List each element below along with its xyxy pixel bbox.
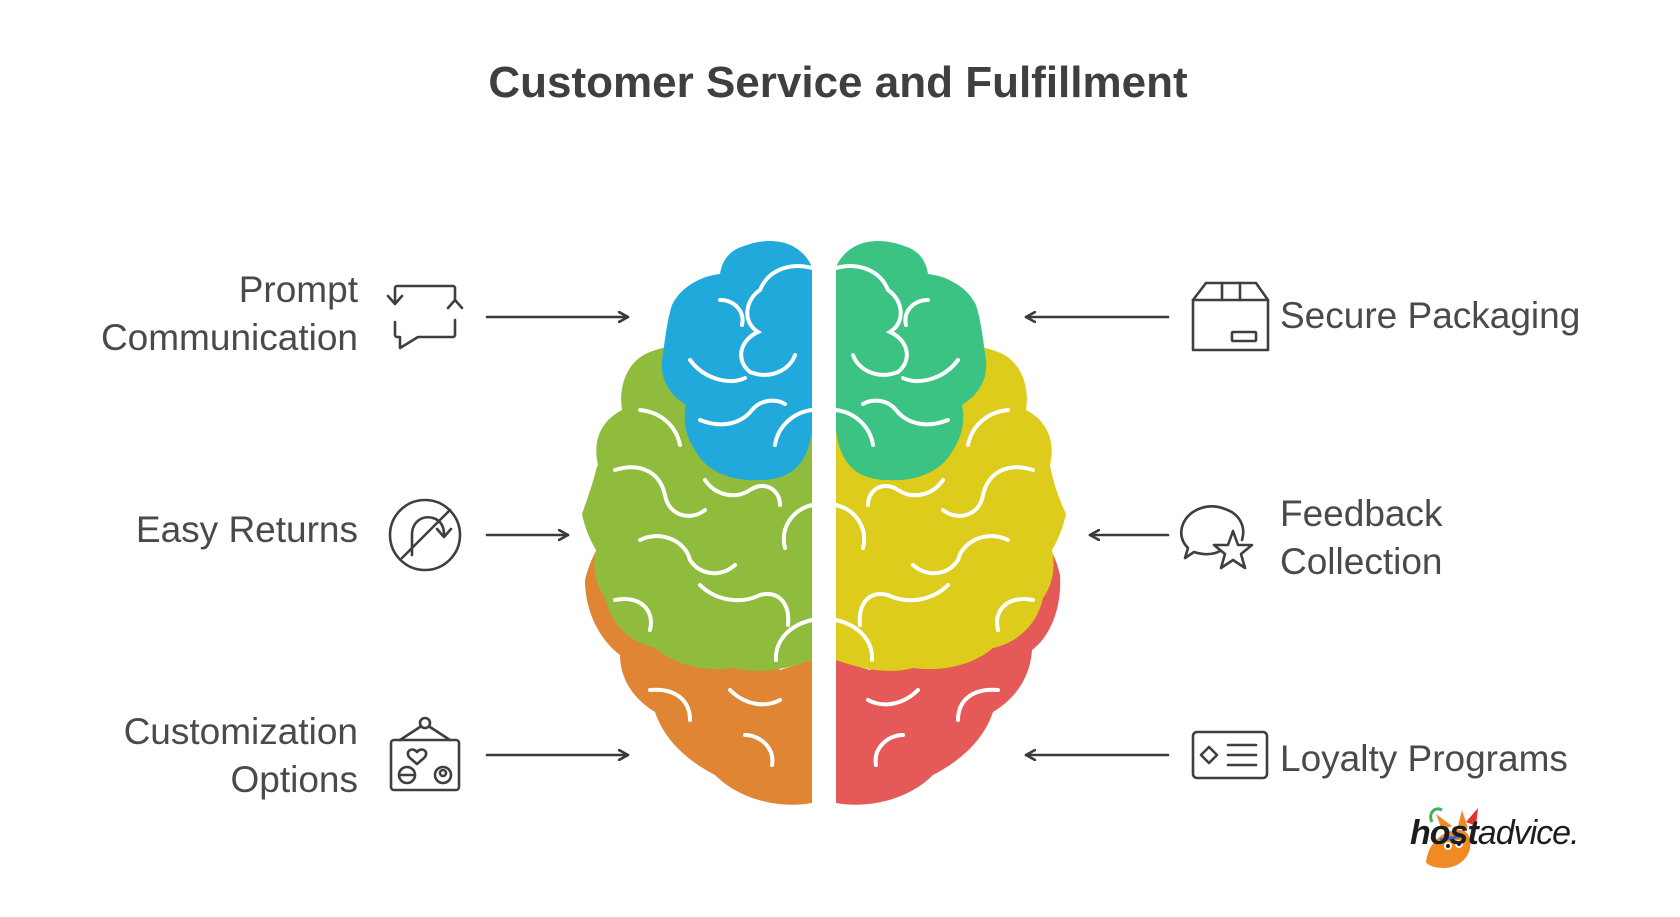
- label-customization-options: Customization Options: [124, 708, 358, 804]
- brand-wordmark: hostadvice.: [1410, 814, 1580, 853]
- label-secure-packaging: Secure Packaging: [1280, 292, 1580, 340]
- label-line: Options: [230, 759, 358, 800]
- label-loyalty-programs: Loyalty Programs: [1280, 735, 1568, 783]
- loyalty-card-icon: [1191, 730, 1269, 780]
- label-line: Collection: [1280, 541, 1443, 582]
- brand-mascot-logo: [1426, 807, 1478, 868]
- label-line: Loyalty Programs: [1280, 738, 1568, 779]
- label-line: Easy Returns: [135, 509, 358, 550]
- brand-wordmark-bold: host: [1410, 814, 1479, 852]
- label-feedback-collection: Feedback Collection: [1280, 490, 1443, 586]
- custom-board-icon: [389, 716, 461, 792]
- label-line: Secure Packaging: [1280, 295, 1581, 336]
- package-box-icon: [1191, 281, 1270, 352]
- label-easy-returns: Easy Returns: [136, 506, 358, 554]
- chat-sync-icon: [386, 284, 464, 350]
- label-line: Communication: [100, 317, 358, 358]
- label-prompt-communication: Prompt Communication: [101, 266, 358, 362]
- return-arrow-icon: [388, 498, 462, 572]
- label-line: Customization: [123, 711, 358, 752]
- label-line: Feedback: [1280, 493, 1443, 534]
- brain-illustration: [582, 240, 1066, 805]
- brand-wordmark-thin: advice.: [1477, 814, 1580, 852]
- diagram-title: Customer Service and Fulfillment: [488, 58, 1188, 107]
- chat-star-icon: [1179, 505, 1254, 570]
- label-line: Prompt: [238, 269, 358, 310]
